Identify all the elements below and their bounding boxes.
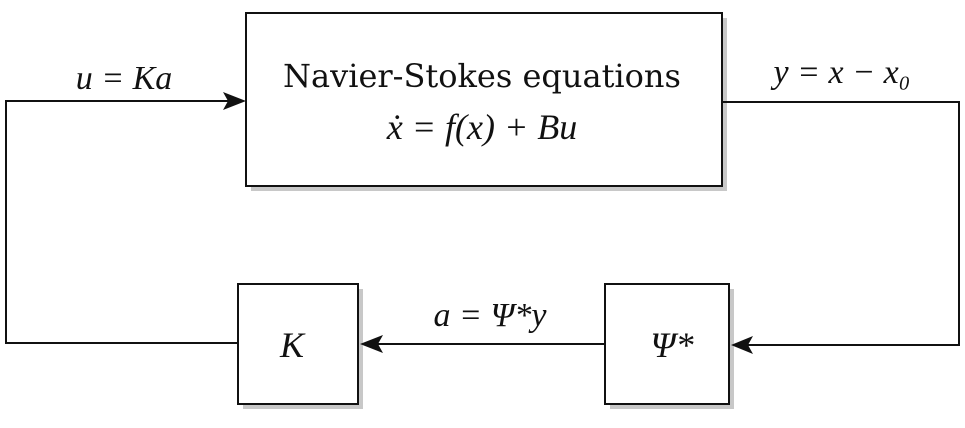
coefficient-signal-path bbox=[360, 335, 605, 353]
output-arrowhead bbox=[731, 336, 753, 354]
coefficient-signal-label: a = Ψ*y bbox=[434, 297, 548, 334]
plant-block-equation: ẋ = f(x) + Bu bbox=[386, 107, 578, 147]
gain-block: K bbox=[237, 283, 359, 405]
control-signal-label: u = Ka bbox=[76, 60, 173, 97]
plant-block: Navier-Stokes equations ẋ = f(x) + Bu bbox=[245, 12, 723, 187]
output-signal-path bbox=[722, 101, 960, 354]
plant-block-title: Navier-Stokes equations bbox=[283, 57, 681, 95]
control-signal-path bbox=[5, 92, 246, 344]
coefficient-arrowhead bbox=[360, 335, 383, 353]
gain-block-label: K bbox=[279, 325, 306, 365]
projection-block: Ψ* bbox=[604, 283, 730, 405]
control-arrowhead bbox=[223, 92, 246, 110]
output-signal-label: y = x − x₀ bbox=[771, 54, 911, 91]
projection-block-label: Ψ* bbox=[650, 325, 693, 365]
